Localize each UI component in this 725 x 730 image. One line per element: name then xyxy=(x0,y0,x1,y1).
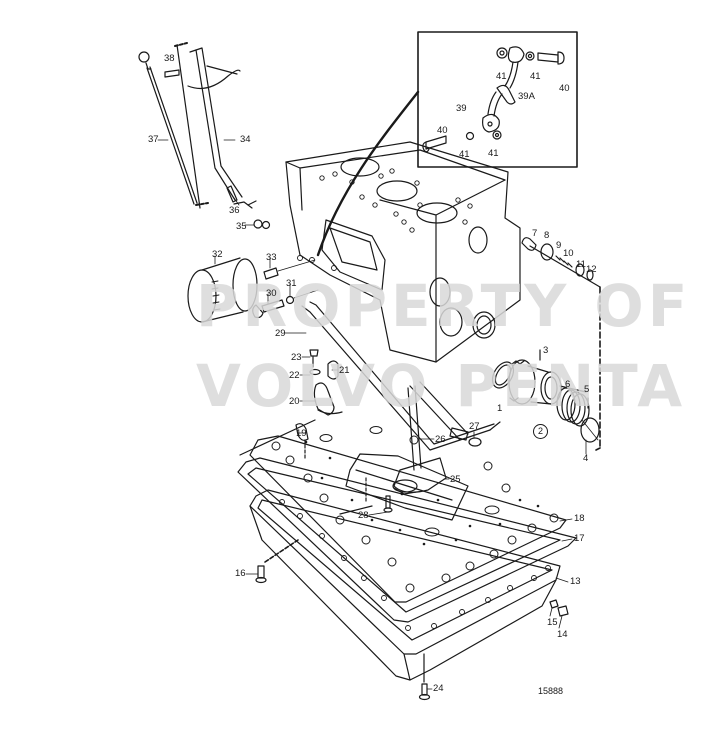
part-label-4: 4 xyxy=(583,453,589,464)
part-label-1: 1 xyxy=(497,403,503,414)
part-label-12: 12 xyxy=(586,264,597,275)
part-label-14: 14 xyxy=(557,629,568,640)
part-label-26: 26 xyxy=(435,434,446,445)
part-label-31: 31 xyxy=(286,278,297,289)
part-label-30: 30 xyxy=(266,288,277,299)
inset-label-41d: 41 xyxy=(488,148,499,159)
part-label-18: 18 xyxy=(574,513,585,524)
part-label-24: 24 xyxy=(433,683,444,694)
part-label-27: 27 xyxy=(469,421,480,432)
part-label-16: 16 xyxy=(235,568,246,579)
part-label-19: 19 xyxy=(296,428,307,439)
part-label-6: 6 xyxy=(565,379,571,390)
inset-label-39a: 39A xyxy=(518,91,535,102)
part-label-33: 33 xyxy=(266,252,277,263)
part-label-29: 29 xyxy=(275,328,286,339)
part-label-7: 7 xyxy=(532,228,538,239)
watermark-line-1: PROPERTY OF xyxy=(196,272,692,340)
part-label-20: 20 xyxy=(289,396,300,407)
part-label-8: 8 xyxy=(544,230,550,241)
inset-label-41b: 41 xyxy=(530,71,541,82)
part-label-3: 3 xyxy=(543,345,549,356)
part-label-15: 15 xyxy=(547,617,558,628)
part-label-13: 13 xyxy=(570,576,581,587)
part-label-5: 5 xyxy=(584,384,590,395)
inset-frame xyxy=(417,31,578,168)
inset-label-41c: 41 xyxy=(459,149,470,160)
part-label-36: 36 xyxy=(229,205,240,216)
part-label-17: 17 xyxy=(574,533,585,544)
part-label-22: 22 xyxy=(289,370,300,381)
part-label-23: 23 xyxy=(291,352,302,363)
part-label-11: 11 xyxy=(576,259,586,270)
inset-label-41a: 41 xyxy=(496,71,507,82)
inset-label-39: 39 xyxy=(456,103,467,114)
part-label-21: 21 xyxy=(339,365,350,376)
part-label-25: 25 xyxy=(450,474,461,485)
drawing-number: 15888 xyxy=(538,686,564,696)
inset-label-40a: 40 xyxy=(559,83,570,94)
watermark-line-2: VOLVO PENTA xyxy=(196,352,687,420)
part-label-38: 38 xyxy=(164,53,175,64)
part-label-28: 28 xyxy=(358,510,369,521)
part-label-34: 34 xyxy=(240,134,251,145)
part-label-37: 37 xyxy=(148,134,159,145)
part-label-10: 10 xyxy=(563,248,574,259)
part-label-2-circled: 2 xyxy=(533,424,548,439)
part-label-9: 9 xyxy=(556,240,562,251)
inset-label-40b: 40 xyxy=(437,125,448,136)
part-label-35: 35 xyxy=(236,221,247,232)
part-label-32: 32 xyxy=(212,249,223,260)
